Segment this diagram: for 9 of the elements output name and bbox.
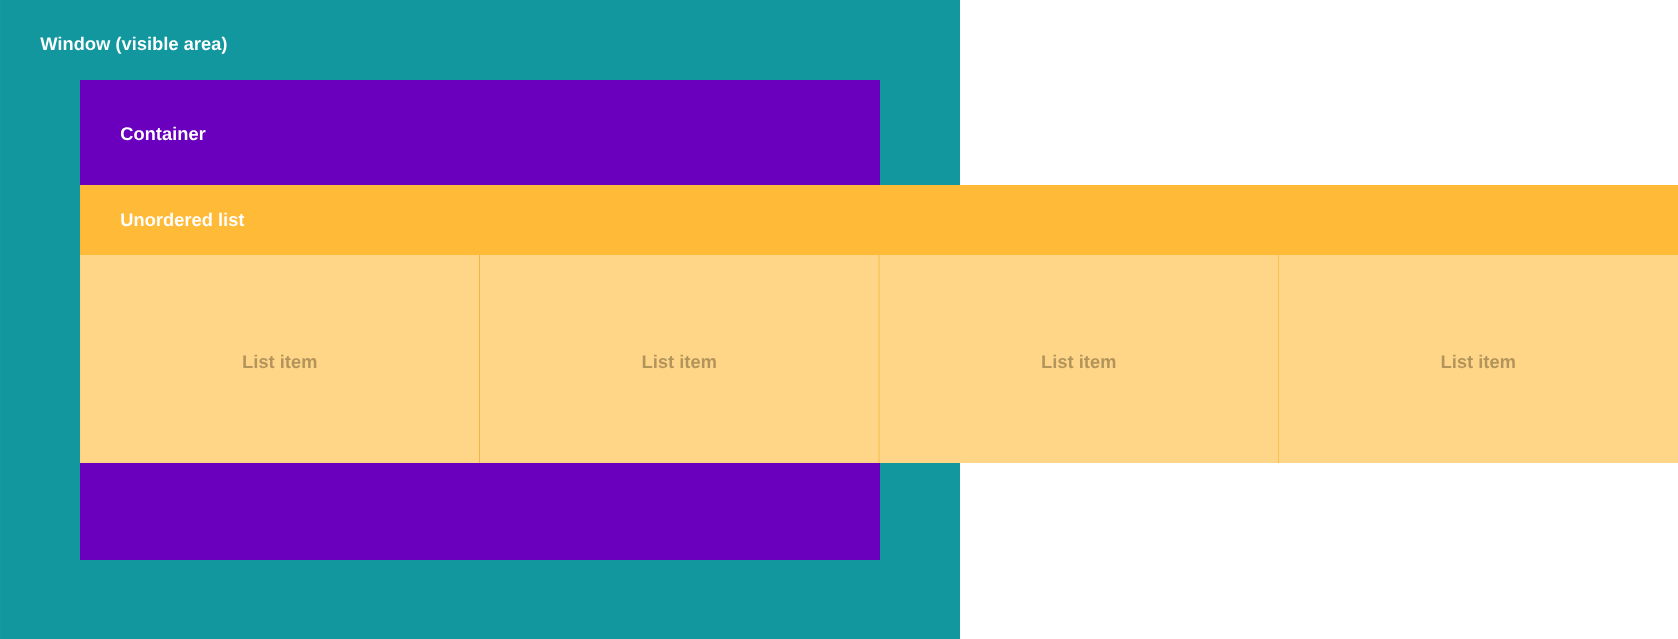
list-band: Unordered list bbox=[80, 185, 1678, 255]
list-item-cell: List item bbox=[1278, 254, 1678, 464]
node-label: List item bbox=[243, 354, 317, 369]
list-item-cell: List item bbox=[878, 254, 1279, 464]
node-label: List item bbox=[1441, 354, 1515, 369]
node-label: List item bbox=[1042, 354, 1116, 369]
node-label: List item bbox=[642, 354, 716, 369]
list-item-cell: List item bbox=[80, 255, 480, 463]
list-item-cell: List item bbox=[479, 254, 879, 464]
